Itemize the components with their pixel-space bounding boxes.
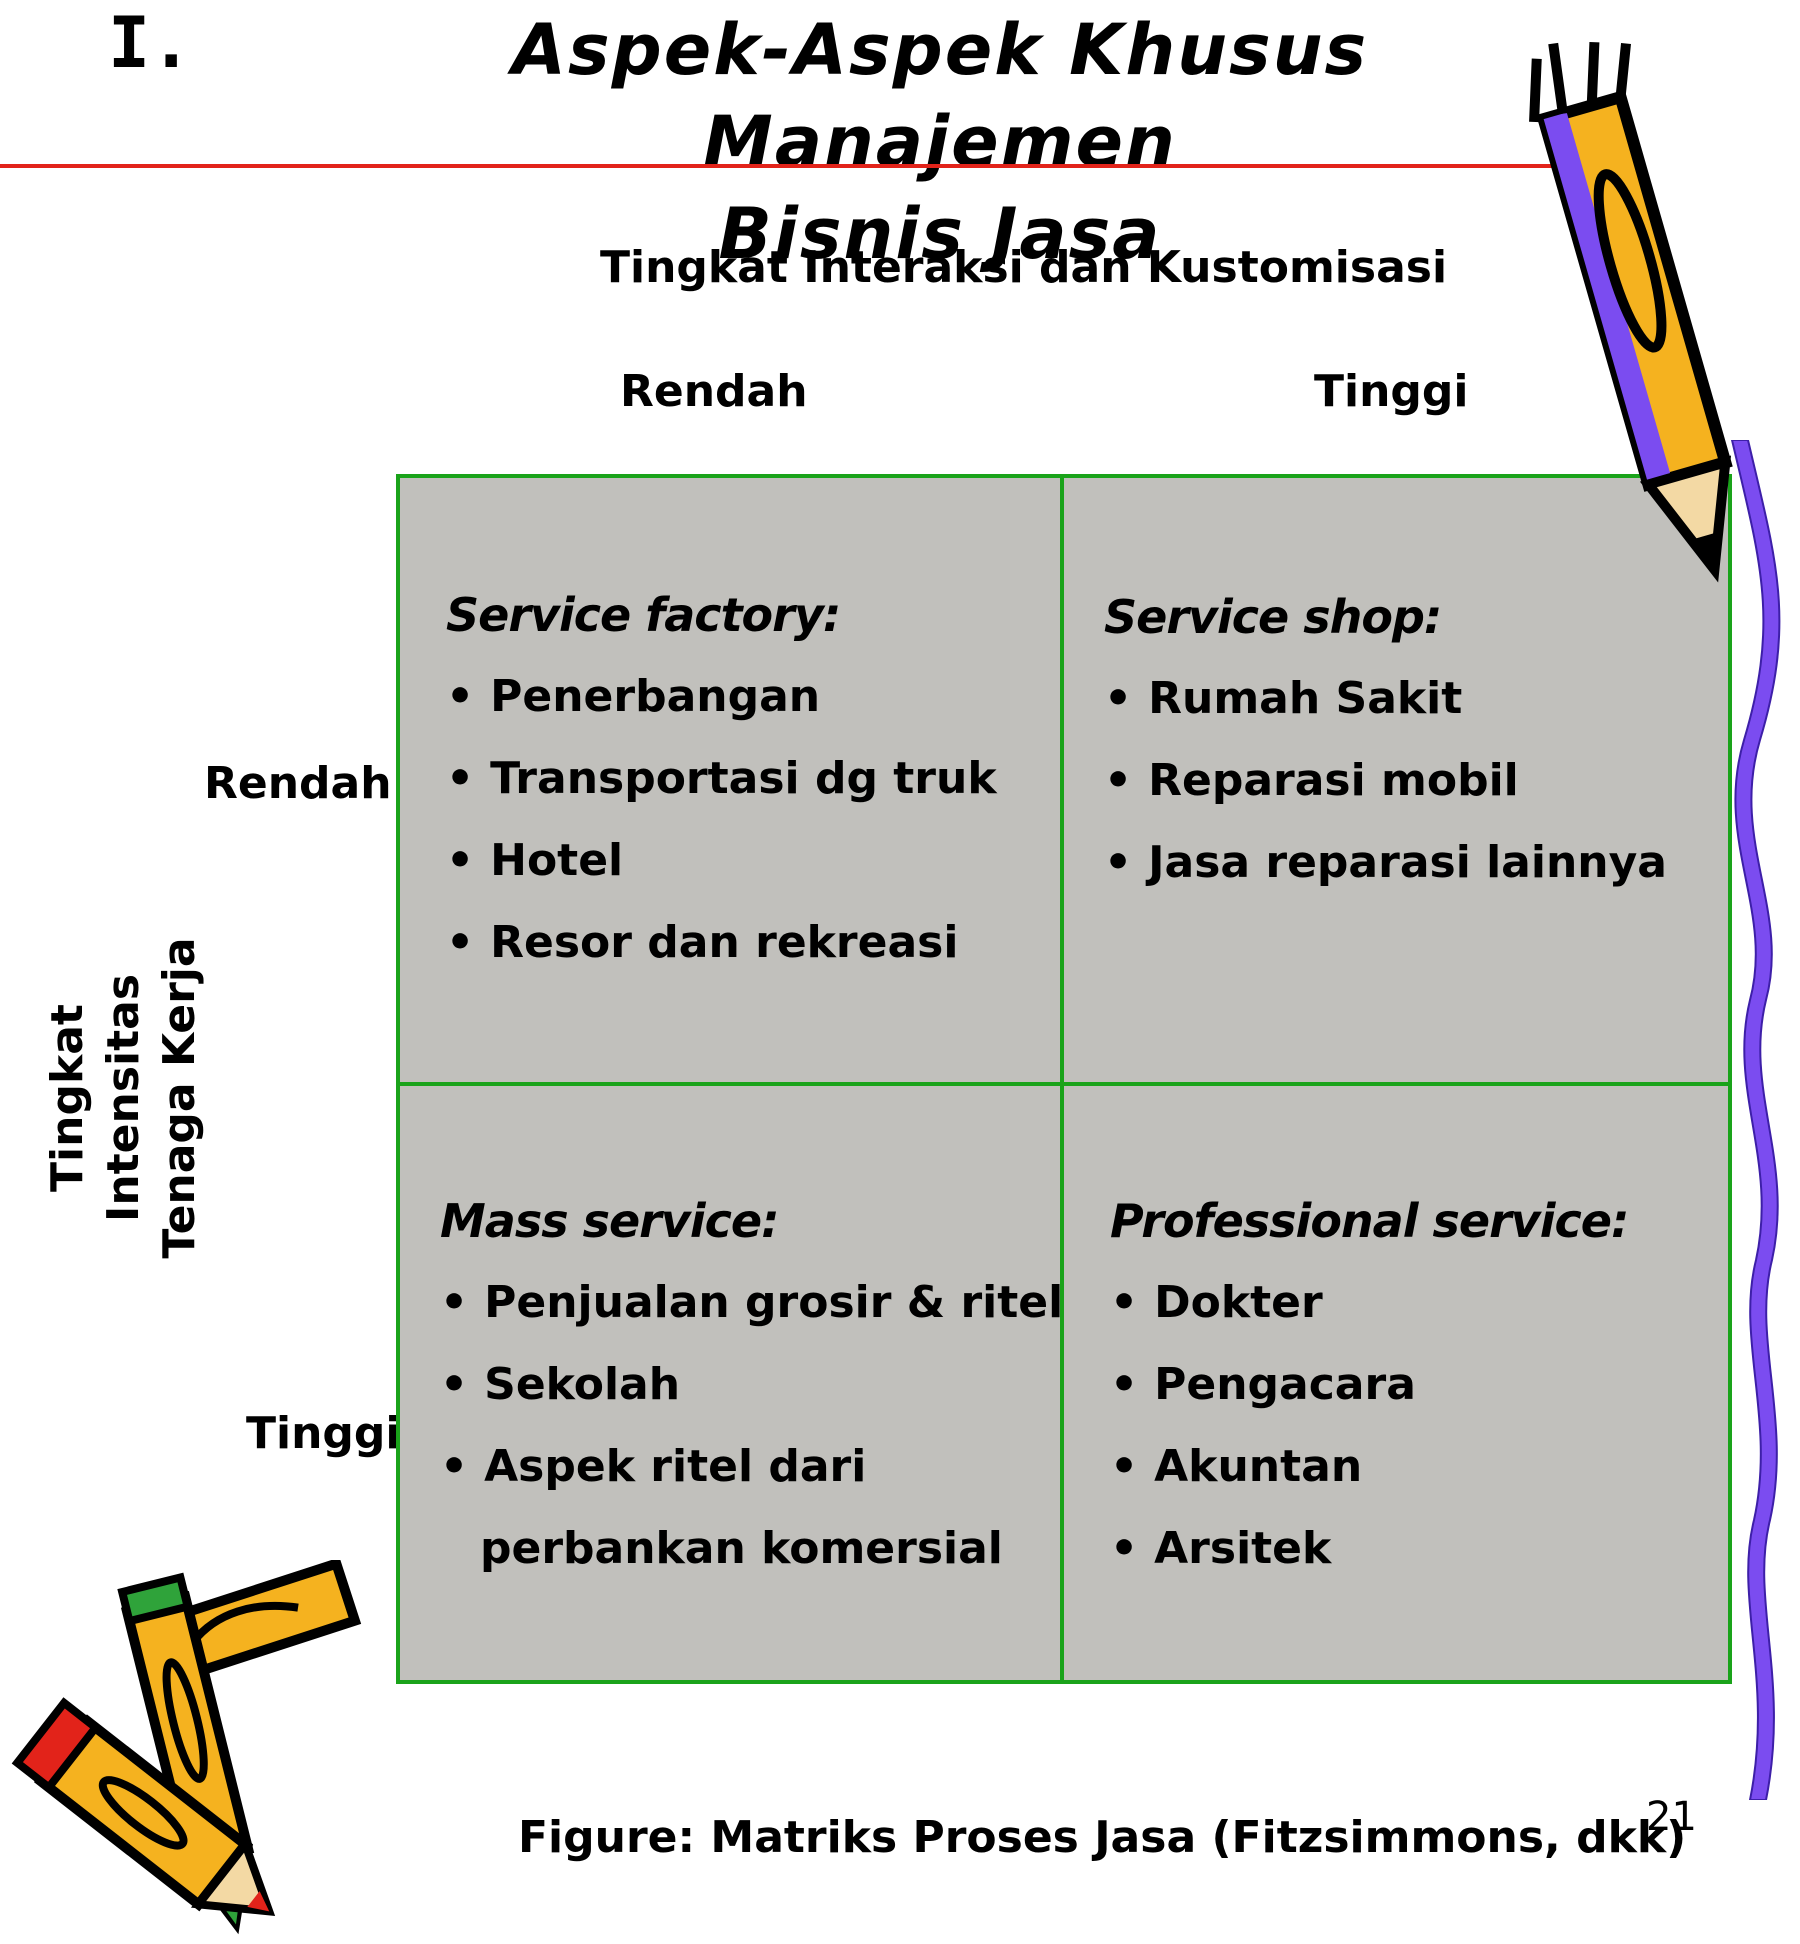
list-item-continuation: perbankan komersial <box>480 1523 1003 1574</box>
side-axis-title-line1: Tingkat Intensitas <box>42 973 149 1223</box>
quadrant-service-factory: Service factory: Penerbangan Transportas… <box>446 574 997 984</box>
quadrant-heading: Professional service: <box>1110 1194 1629 1248</box>
list-item: Aspek ritel dari <box>440 1426 1063 1508</box>
matrix-horizontal-divider <box>396 1082 1732 1086</box>
list-item: Reparasi mobil <box>1104 740 1667 822</box>
list-item: Transportasi dg truk <box>446 738 996 820</box>
column-label-low: Rendah <box>620 366 808 417</box>
title-divider <box>0 164 1570 168</box>
list-item: Akuntan <box>1110 1426 1628 1508</box>
list-item: Pengacara <box>1110 1344 1628 1426</box>
list-item: Dokter <box>1110 1262 1628 1344</box>
list-item: Resor dan rekreasi <box>446 902 997 984</box>
pencil-icon <box>1529 41 1733 583</box>
list-item: Penerbangan <box>446 656 997 738</box>
list-item: Jasa reparasi lainnya <box>1104 822 1667 904</box>
quadrant-heading: Service factory: <box>446 588 841 642</box>
pencils-icon <box>11 1560 362 1935</box>
side-axis-title-line2: Tenaga Kerja <box>154 937 205 1259</box>
row-label-high: Tinggi <box>246 1408 401 1459</box>
page-title: Aspek-Aspek Khusus Manajemen Bisnis Jasa <box>300 4 1580 280</box>
list-item: Hotel <box>446 820 997 902</box>
quadrant-heading: Mass service: <box>440 1194 779 1248</box>
quadrant-professional-service: Professional service: Dokter Pengacara A… <box>1110 1180 1629 1590</box>
top-axis-title: Tingkat Interaksi dan Kustomisasi <box>600 242 1448 293</box>
page-number: 21 <box>1646 1794 1697 1840</box>
page-title-line1: Aspek-Aspek Khusus Manajemen <box>511 9 1369 183</box>
list-item: Rumah Sakit <box>1104 658 1667 740</box>
figure-caption: Figure: Matriks Proses Jasa (Fitzsimmons… <box>518 1812 1687 1863</box>
list-item: Penjualan grosir & ritel <box>440 1262 1063 1344</box>
list-item: Sekolah <box>440 1344 1063 1426</box>
title-number: I. <box>108 2 193 84</box>
side-axis-title: Tingkat Intensitas Tenaga Kerja <box>40 878 208 1318</box>
row-label-low: Rendah <box>204 758 392 809</box>
quadrant-service-shop: Service shop: Rumah Sakit Reparasi mobil… <box>1104 576 1667 904</box>
matrix-vertical-divider <box>1060 474 1064 1684</box>
quadrant-heading: Service shop: <box>1104 590 1442 644</box>
quadrant-mass-service: Mass service: Penjualan grosir & ritel S… <box>440 1180 1063 1590</box>
page-title-line2: Bisnis Jasa <box>718 193 1162 275</box>
list-item: Arsitek <box>1110 1508 1628 1590</box>
column-label-high: Tinggi <box>1314 366 1469 417</box>
ribbon-icon <box>1730 440 1781 1800</box>
